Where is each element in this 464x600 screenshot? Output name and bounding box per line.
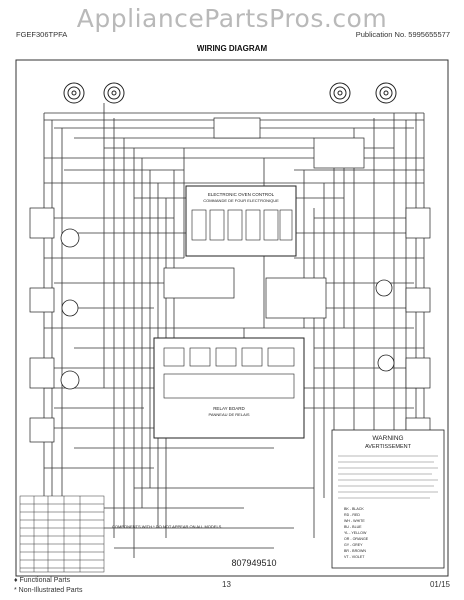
watermark-brand: AppliancePartsPros.com: [76, 4, 388, 33]
svg-text:WH - WHITE: WH - WHITE: [344, 519, 365, 523]
wiring-diagram: ELECTRONIC OVEN CONTROL COMMANDE DE FOUR…: [15, 59, 449, 577]
functional-parts-note: ♦ Functional Parts: [14, 577, 71, 584]
svg-text:VT - VIOLET: VT - VIOLET: [344, 555, 365, 559]
relay-board-label: RELAY BOARD: [213, 406, 245, 411]
svg-text:RD - RED: RD - RED: [344, 513, 360, 517]
color-legend: BK - BLACK RD - RED WH - WHITE BU - BLUE…: [344, 507, 369, 559]
relay-board: RELAY BOARD PANNEAU DE RELAIS: [153, 337, 305, 439]
warning-title-fr: AVERTISSEMENT: [365, 444, 412, 450]
non-illustrated-parts-note: * Non-Illustrated Parts: [14, 587, 83, 594]
svg-text:BU - BLUE: BU - BLUE: [344, 525, 362, 529]
diagram-frame: [15, 59, 449, 577]
svg-text:GY - GREY: GY - GREY: [344, 543, 363, 547]
revision-date: 01/15: [429, 580, 450, 589]
surface-elements: [63, 82, 397, 104]
warning-title: WARNING: [372, 435, 403, 442]
svg-text:YL - YELLOW: YL - YELLOW: [344, 531, 367, 535]
svg-text:BK - BLACK: BK - BLACK: [344, 507, 364, 511]
note-components: COMPONENTS WITH * DO NOT APPEAR ON ALL M…: [112, 524, 222, 529]
diagram-part-number: 807949510: [231, 558, 276, 568]
svg-text:BR - BROWN: BR - BROWN: [344, 549, 366, 553]
model-number: FGEF306TPFA: [16, 30, 68, 39]
svg-text:OR - ORANGE: OR - ORANGE: [344, 537, 369, 541]
control-label-fr: COMMANDE DE FOUR ELECTRONIQUE: [203, 198, 279, 203]
relay-board-label-fr: PANNEAU DE RELAIS: [208, 412, 249, 417]
motor-symbols: [60, 228, 412, 556]
control-label: ELECTRONIC OVEN CONTROL: [208, 192, 275, 197]
electronic-oven-control: ELECTRONIC OVEN CONTROL COMMANDE DE FOUR…: [185, 185, 297, 257]
page-number: 13: [222, 580, 231, 589]
diagram-title: WIRING DIAGRAM: [196, 44, 268, 53]
component-boxes: [29, 117, 431, 443]
warning-block: WARNING AVERTISSEMENT BK - BLACK RD - RE…: [331, 429, 445, 569]
publication-number: Publication No. 5995655577: [355, 30, 450, 39]
wire-table: [19, 495, 105, 573]
